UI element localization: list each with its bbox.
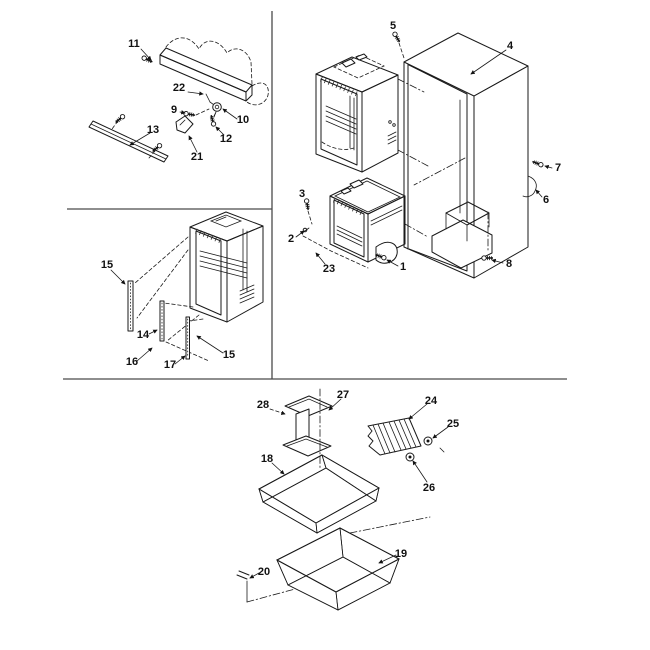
callout-25: 25 (447, 418, 459, 430)
callout-2: 2 (288, 233, 294, 245)
screw-icon (303, 197, 312, 212)
leader-lines (110, 48, 553, 579)
callout-27: 27 (337, 389, 349, 401)
callout-15-left: 15 (101, 259, 113, 271)
callout-16: 16 (126, 356, 138, 368)
callout-23: 23 (323, 263, 335, 275)
screw-icon (481, 255, 494, 261)
callout-22: 22 (173, 82, 185, 94)
callout-18: 18 (261, 453, 273, 465)
door-rail-part (88, 112, 169, 163)
screw-icon (140, 54, 155, 65)
evaporator-cover-bracket (282, 388, 333, 469)
mounting-rail-center (159, 300, 165, 342)
cabinet-rear-view (134, 211, 264, 362)
callout-7: 7 (555, 162, 561, 174)
callout-5: 5 (390, 20, 396, 32)
basket-slide-rail (367, 417, 445, 462)
callout-4: 4 (507, 40, 514, 52)
callout-13: 13 (147, 124, 159, 136)
hinge-bracket-part (175, 115, 194, 134)
callout-6: 6 (543, 194, 549, 206)
upper-freezer-basket (258, 454, 380, 534)
callout-28: 28 (257, 399, 269, 411)
outer-cabinet (397, 32, 529, 279)
callout-24: 24 (425, 395, 438, 407)
callout-20: 20 (258, 566, 270, 578)
freezer-liner-box (315, 53, 399, 173)
screw-icon (208, 113, 217, 128)
callout-26: 26 (423, 482, 435, 494)
freezer-drawer-box (301, 30, 545, 269)
callout-17: 17 (164, 359, 176, 371)
toe-grille-assembly (159, 37, 269, 106)
screw-icon (391, 30, 403, 44)
callout-9: 9 (171, 104, 177, 116)
callout-10: 10 (237, 114, 249, 126)
callout-21: 21 (191, 151, 203, 163)
callout-19: 19 (395, 548, 407, 560)
callout-3: 3 (299, 188, 305, 200)
callout-12: 12 (220, 133, 232, 145)
screw-icon (150, 141, 164, 154)
mounting-rails (127, 280, 190, 360)
callout-14: 14 (137, 329, 150, 341)
lower-freezer-basket (236, 516, 431, 611)
callout-11: 11 (128, 38, 140, 50)
screw-icon (113, 112, 127, 125)
panel-dividers (63, 11, 567, 380)
clip-bracket-part (522, 175, 537, 198)
hinge-hardware-cluster (140, 54, 222, 134)
callout-labels: 11 22 9 10 12 21 13 15 14 16 17 15 5 4 7… (101, 20, 561, 578)
grommet-part (212, 102, 222, 112)
callout-15-right: 15 (223, 349, 235, 361)
basket-clip-part (236, 570, 250, 580)
callout-1: 1 (400, 261, 406, 273)
callout-8: 8 (506, 258, 512, 270)
screw-icon (530, 158, 545, 169)
